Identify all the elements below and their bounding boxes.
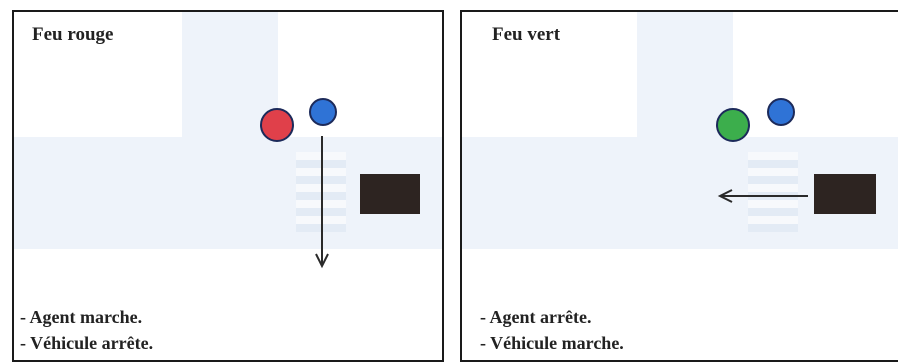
caption-line: - Véhicule arrête. bbox=[20, 333, 154, 353]
caption-line: - Agent marche. bbox=[20, 307, 143, 327]
caption-line: - Véhicule marche. bbox=[480, 333, 624, 353]
panel-title: Feu vert bbox=[492, 24, 561, 45]
caption-list: - Agent arrête. - Véhicule marche. bbox=[480, 304, 624, 356]
panel-title: Feu rouge bbox=[32, 24, 114, 45]
panel-green-light: Feu vert - Agent arrête. - Véhicule marc… bbox=[460, 10, 898, 362]
vehicle-traffic-light-icon bbox=[716, 108, 750, 142]
vehicle-icon bbox=[814, 174, 876, 214]
pedestrian-agent-icon bbox=[767, 98, 795, 126]
vehicle-icon bbox=[360, 174, 420, 214]
pedestrian-agent-icon bbox=[309, 98, 337, 126]
arrow-down-icon bbox=[315, 136, 329, 269]
arrow-left-icon bbox=[717, 189, 808, 203]
panel-red-light: Feu rouge - Agent marche. - Véhicule arr… bbox=[12, 10, 444, 362]
crosswalk bbox=[748, 152, 798, 232]
vehicle-traffic-light-icon bbox=[260, 108, 294, 142]
caption-list: - Agent marche. - Véhicule arrête. bbox=[20, 304, 153, 356]
caption-line: - Agent arrête. bbox=[480, 307, 592, 327]
